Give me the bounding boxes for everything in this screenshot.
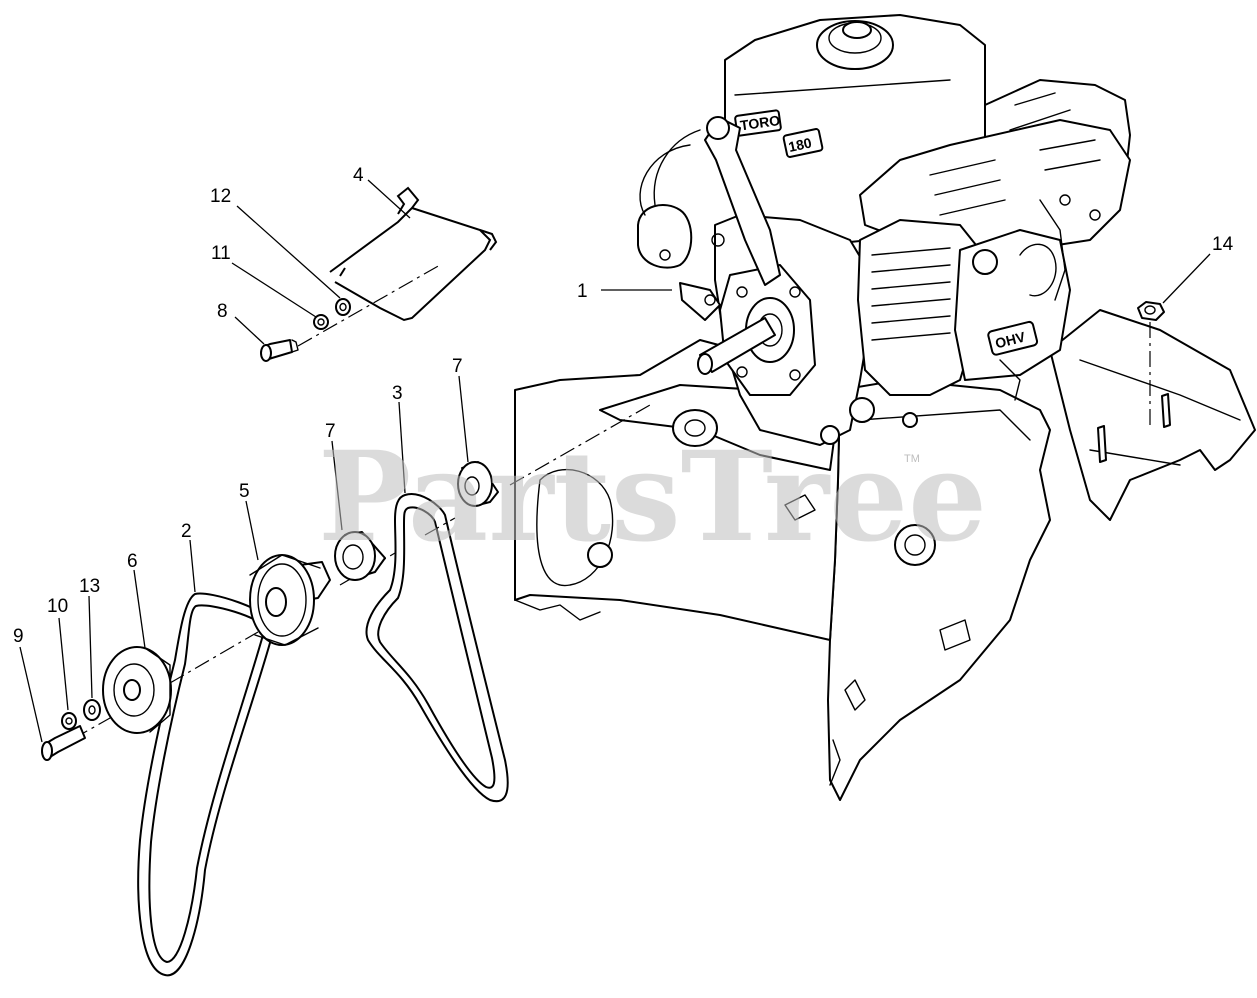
- callout-4: 4: [353, 165, 364, 186]
- callout-14: 14: [1212, 234, 1234, 255]
- callout-3: 3: [392, 383, 403, 404]
- callout-7-upper: 7: [452, 356, 463, 377]
- pulley-part-6: [102, 646, 172, 734]
- lock-washer-part-11: [313, 314, 329, 330]
- bail-wire-part-4: [329, 186, 498, 322]
- watermark: PartsTree TM: [318, 425, 987, 570]
- nut-part-14: [1137, 301, 1165, 321]
- pulley-part-5: [249, 554, 331, 646]
- bolt-part-8: [260, 339, 299, 362]
- callout-8: 8: [217, 301, 228, 322]
- callout-11: 11: [211, 243, 231, 264]
- belt-part-3: [365, 493, 509, 803]
- watermark-trademark: TM: [904, 453, 920, 465]
- watermark-text: PartsTree: [318, 425, 987, 570]
- engine: TORO 180: [637, 14, 1131, 446]
- lock-washer-part-10: [61, 712, 77, 730]
- callout-13: 13: [79, 576, 100, 597]
- spacer-part-7-lower: [334, 531, 386, 581]
- studs: [1097, 393, 1171, 463]
- leader-lines: [19, 179, 1211, 743]
- callout-labels: 1 2 3 4 5 6 7 7 8 9 10 11 12 13 14: [13, 165, 1234, 647]
- bolt-part-9: [41, 725, 86, 761]
- callout-1: 1: [577, 281, 588, 302]
- centerline-bail: [297, 264, 441, 347]
- brand-logo: TORO: [739, 112, 781, 133]
- callout-7-lower: 7: [325, 421, 336, 442]
- callout-5: 5: [239, 481, 250, 502]
- callout-6: 6: [127, 551, 138, 572]
- callout-12: 12: [210, 186, 231, 207]
- spacer-part-7-upper: [457, 461, 499, 507]
- washer-part-13: [83, 699, 101, 721]
- belt-part-2: [137, 592, 277, 977]
- callout-2: 2: [181, 521, 192, 542]
- callout-9: 9: [13, 626, 24, 647]
- valve-badge: OHV: [994, 328, 1028, 351]
- washer-part-12: [335, 298, 351, 316]
- callout-10: 10: [47, 596, 68, 617]
- model-logo: 180: [787, 134, 813, 155]
